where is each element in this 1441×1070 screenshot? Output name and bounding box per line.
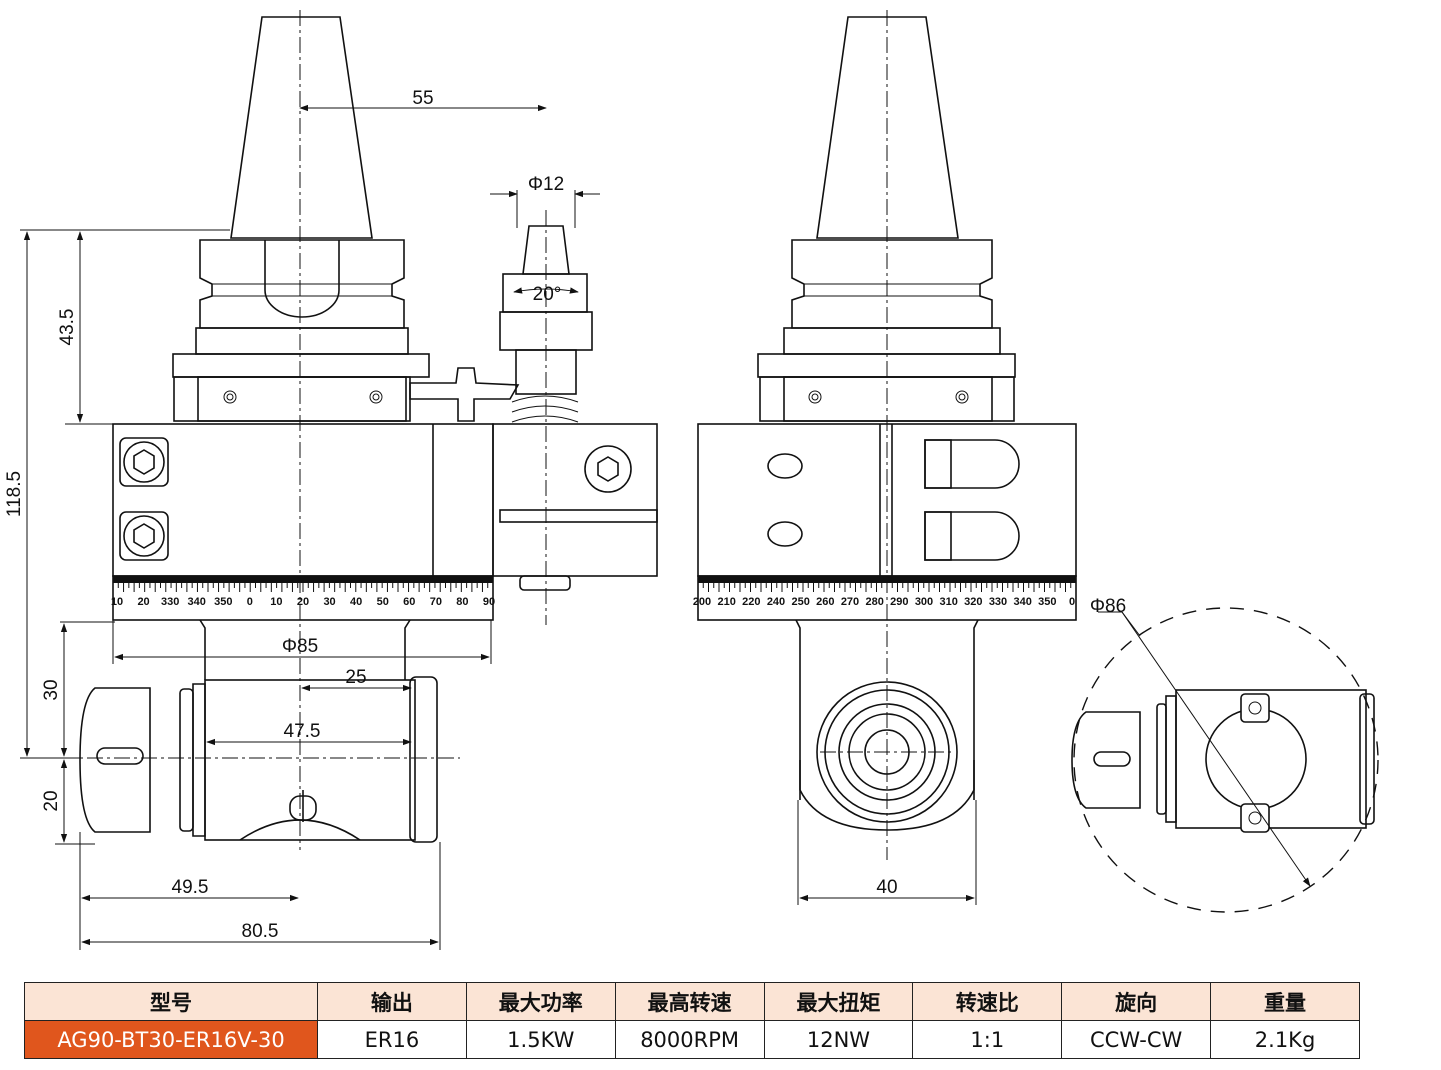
scale-label: 70 (430, 596, 442, 608)
scale-label: 20 (297, 596, 309, 608)
table-cell: 2.1Kg (1210, 1020, 1360, 1059)
scale-label: 240 (767, 596, 785, 608)
dim-40: 40 (876, 877, 897, 898)
side-view: 200 210 220 240 250 260 270 280 290 300 310 320 330 3… (693, 10, 1077, 905)
scale-ticks-left: 10 20 330 340 350 0 10 20 30 40 50 60 70 80 90 (111, 583, 495, 608)
scale-label: 220 (742, 596, 760, 608)
dim-20: 20 (41, 790, 62, 811)
scale-ticks-right: 200 210 220 240 250 260 270 280 290 300 310 320 330 3… (693, 583, 1077, 608)
scale-label: 30 (323, 596, 335, 608)
scale-label: 300 (915, 596, 933, 608)
col-header: 型号 (24, 982, 318, 1021)
dim-80-5: 80.5 (242, 921, 279, 942)
col-header: 最大扭矩 (763, 982, 914, 1021)
stop-block (409, 367, 520, 422)
top-view: Φ86 (1071, 596, 1379, 913)
table-cell: 1:1 (912, 1020, 1063, 1059)
dim-20deg: 20° (533, 284, 562, 305)
taper-cone-side (816, 16, 959, 239)
scale-label: 250 (791, 596, 809, 608)
drive-key (264, 240, 340, 318)
col-header: 输出 (317, 982, 467, 1021)
dim-47-5: 47.5 (284, 721, 321, 742)
scale-label: 340 (188, 596, 206, 608)
col-header: 旋向 (1061, 982, 1212, 1021)
dim-phi86: Φ86 (1090, 596, 1126, 617)
scale-label: 350 (214, 596, 232, 608)
table-cell: ER16 (317, 1020, 467, 1059)
table-cell: 8000RPM (614, 1020, 765, 1059)
scale-label: 270 (841, 596, 859, 608)
scale-label: 260 (816, 596, 834, 608)
scale-label: 90 (483, 596, 495, 608)
scale-label: 210 (717, 596, 735, 608)
output-housing (204, 679, 416, 841)
dim-49-5: 49.5 (172, 877, 209, 898)
scale-label: 60 (403, 596, 415, 608)
table-cell: CCW-CW (1061, 1020, 1212, 1059)
col-header: 转速比 (912, 982, 1063, 1021)
col-header: 最大功率 (465, 982, 616, 1021)
table-row: AG90-BT30-ER16V-30 ER16 1.5KW 8000RPM 12… (24, 1020, 1360, 1059)
scale-label: 0 (1069, 596, 1075, 608)
scale-label: 10 (111, 596, 123, 608)
dim-118-5: 118.5 (4, 471, 25, 517)
collet-nut (79, 687, 151, 833)
scale-label: 200 (693, 596, 711, 608)
scale-label: 290 (890, 596, 908, 608)
spec-table: 型号 输出 最大功率 最高转速 最大扭矩 转速比 旋向 重量 AG90-BT30… (24, 982, 1360, 1059)
scale-label: 330 (161, 596, 179, 608)
collar (172, 353, 430, 378)
scale-label: 50 (377, 596, 389, 608)
dim-25: 25 (345, 667, 366, 688)
scale-label: 280 (865, 596, 883, 608)
dim-phi12: Φ12 (528, 174, 564, 195)
scale-label: 0 (247, 596, 253, 608)
dim-phi85: Φ85 (282, 636, 318, 657)
taper-cone (230, 16, 373, 239)
scale-label: 80 (456, 596, 468, 608)
main-body (112, 423, 494, 577)
model-cell: AG90-BT30-ER16V-30 (24, 1020, 318, 1059)
scale-label: 310 (939, 596, 957, 608)
scale-label: 10 (270, 596, 282, 608)
scale-label: 340 (1013, 596, 1031, 608)
table-cell: 12NW (763, 1020, 914, 1059)
col-header: 重量 (1210, 982, 1360, 1021)
scale-label: 40 (350, 596, 362, 608)
scale-label: 330 (989, 596, 1007, 608)
scale-label: 20 (137, 596, 149, 608)
col-header: 最高转速 (614, 982, 765, 1021)
table-header-row: 型号 输出 最大功率 最高转速 最大扭矩 转速比 旋向 重量 (24, 982, 1360, 1021)
dim-55: 55 (412, 88, 433, 109)
lower-ring (173, 376, 411, 422)
scale-label: 320 (964, 596, 982, 608)
dim-43-5: 43.5 (57, 309, 78, 346)
swing-circle (1073, 607, 1379, 913)
table-cell: 1.5KW (465, 1020, 616, 1059)
side-clamp (492, 423, 658, 577)
scale-label: 350 (1038, 596, 1056, 608)
dim-30: 30 (41, 679, 62, 700)
